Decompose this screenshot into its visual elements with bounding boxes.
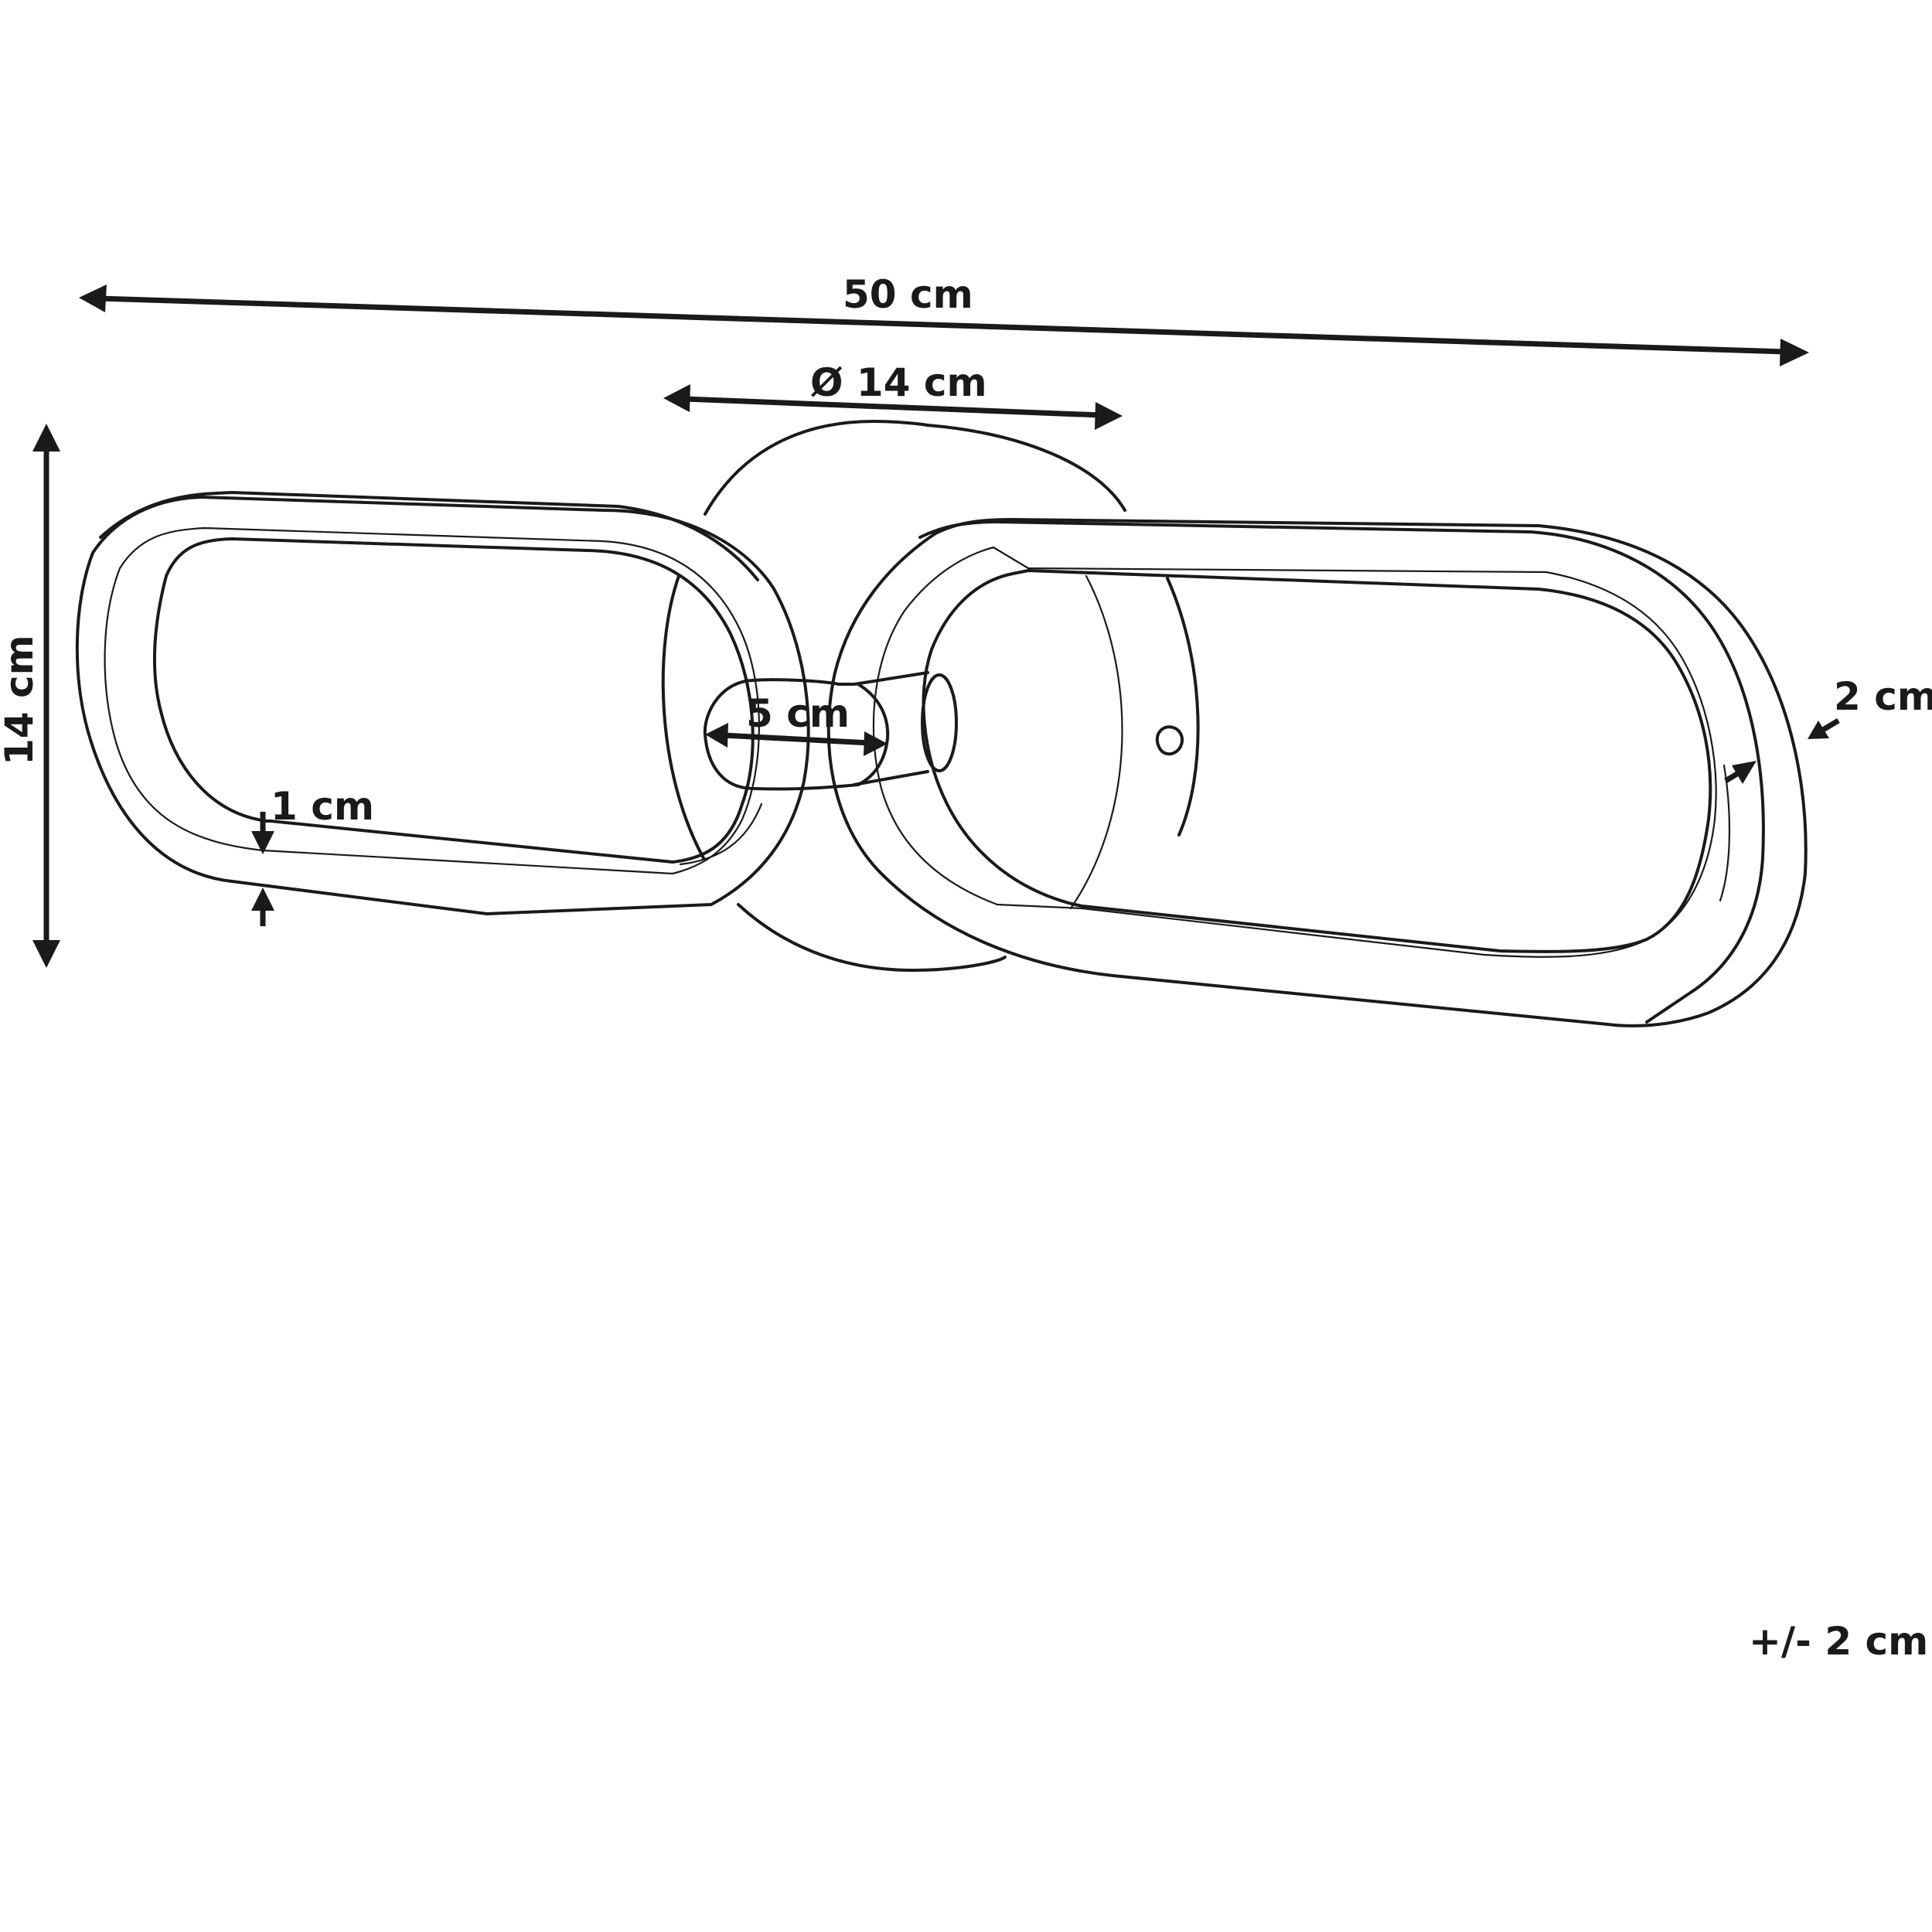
left-ring (75, 491, 810, 915)
dimension-height-label: 14 cm (0, 635, 42, 765)
wall-lamp-illustration (75, 420, 1808, 1027)
dimension-base-diameter-label: Ø 14 cm (810, 360, 987, 405)
connector-arm (703, 671, 958, 791)
dimension-overall-width (79, 285, 1809, 366)
dimension-ring-thickness-label: 1 cm (271, 784, 374, 829)
dimension-height (32, 424, 60, 968)
dimension-ring-depth-label: 2 cm (1834, 674, 1932, 719)
tolerance-note: +/- 2 cm (1749, 1619, 1928, 1664)
dimension-connector-width-label: 5 cm (746, 691, 850, 736)
dimension-connector-width (705, 723, 888, 756)
dimension-base-diameter (663, 384, 1123, 430)
dimension-overall-width-label: 50 cm (843, 272, 973, 317)
dimension-ring-thickness (251, 812, 274, 926)
right-ring (826, 518, 1808, 1027)
base-disc (661, 420, 1200, 972)
dimension-ring-depth (1724, 717, 1840, 784)
